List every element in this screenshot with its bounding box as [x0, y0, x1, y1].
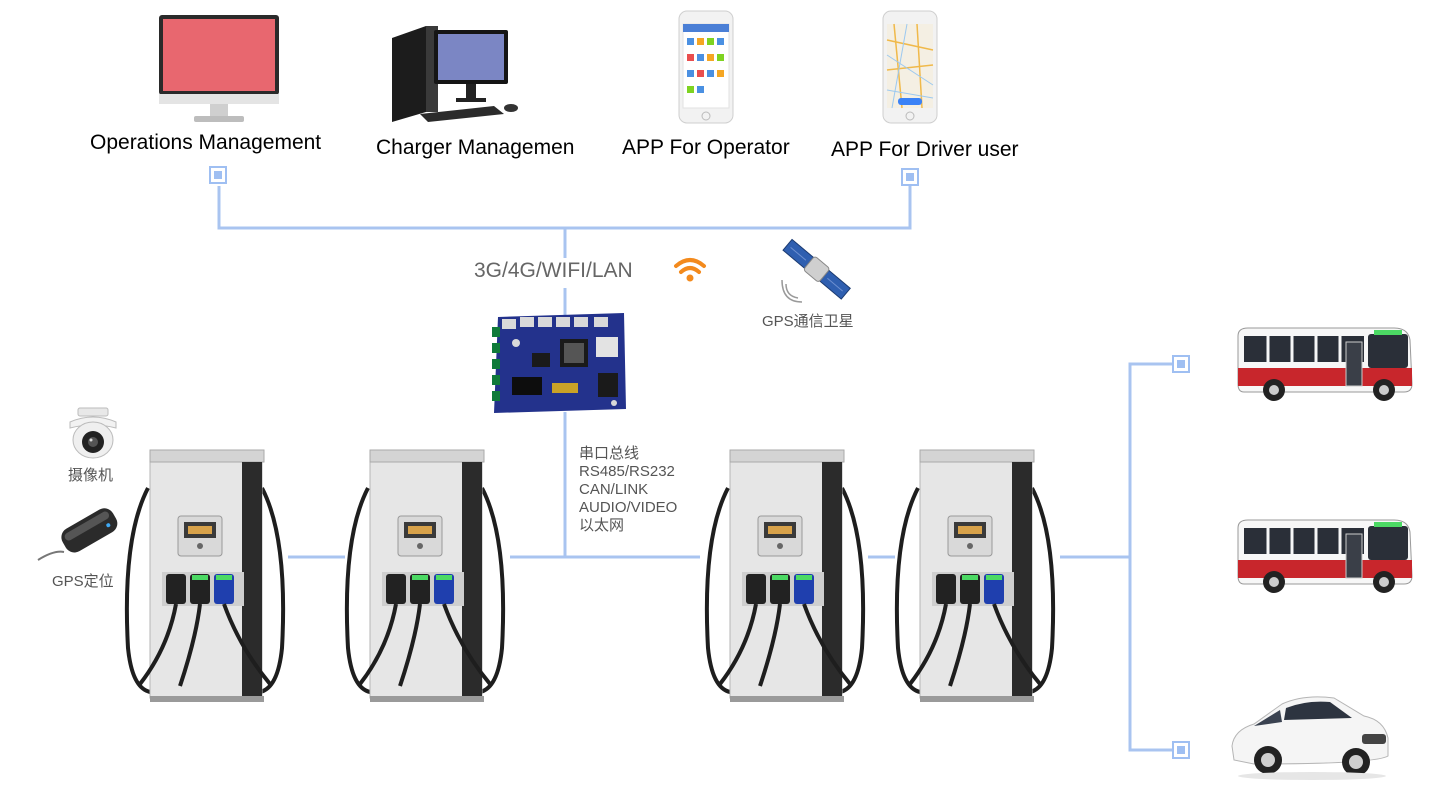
operations-label: Operations Management — [90, 131, 322, 154]
bus-icon-1 — [1234, 322, 1414, 404]
network-label: 3G/4G/WIFI/LAN — [474, 259, 633, 282]
gps-satellite-label: GPS通信卫星 — [762, 313, 854, 330]
ev-charging-station-3 — [700, 448, 870, 702]
gps-tracker-icon — [34, 500, 122, 564]
ev-charging-station-1 — [120, 448, 290, 702]
bus-line-serial: 串口总线 — [579, 445, 640, 462]
bus-line-ethernet: 以太网 — [579, 517, 625, 534]
smartphone-map-icon — [882, 10, 938, 124]
circuit-board-icon — [492, 313, 628, 413]
desktop-monitor-icon — [158, 14, 280, 126]
bus-icon-2 — [1234, 514, 1414, 596]
bus-protocol-list: 串口总线 RS485/RS232 CAN/LINK AUDIO/VIDEO 以太… — [579, 445, 677, 535]
charger-mgmt-label: Charger Managemen — [376, 136, 575, 159]
camera-label: 摄像机 — [68, 467, 114, 484]
ev-charging-station-2 — [340, 448, 510, 702]
gps-label: GPS定位 — [52, 573, 114, 590]
desktop-computer-icon — [386, 22, 524, 124]
wifi-icon — [672, 255, 708, 283]
node-operations — [209, 166, 227, 184]
satellite-icon — [780, 236, 852, 304]
app-driver-label: APP For Driver user — [831, 138, 1019, 161]
car-icon — [1224, 690, 1394, 782]
smartphone-icon — [678, 10, 734, 124]
security-camera-icon — [66, 406, 120, 460]
ev-charging-station-4 — [890, 448, 1060, 702]
app-operator-label: APP For Operator — [622, 136, 790, 159]
vehicle-branch-wire — [1128, 362, 1172, 752]
top-network-wire — [217, 186, 912, 230]
bus-line-rs485: RS485/RS232 — [579, 463, 675, 480]
node-app-driver — [901, 168, 919, 186]
node-vehicle-car — [1172, 741, 1190, 759]
bus-line-audio: AUDIO/VIDEO — [579, 499, 678, 516]
bus-line-can: CAN/LINK — [579, 481, 649, 498]
node-vehicle-bus-1 — [1172, 355, 1190, 373]
